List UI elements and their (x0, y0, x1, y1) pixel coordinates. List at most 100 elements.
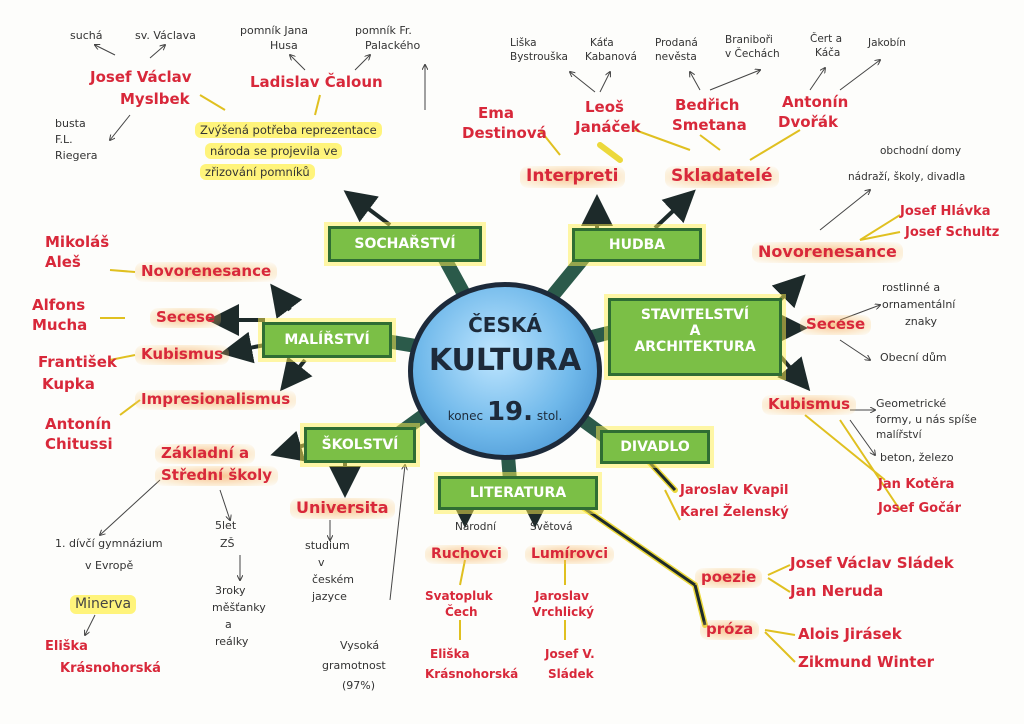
note-gramotnost-line3: (97%) (342, 679, 376, 692)
node-universita: Universita (290, 498, 395, 519)
note-reprezentace-line3: zřizování pomníků (200, 164, 315, 181)
node-cech-line1: Svatopluk (425, 589, 493, 603)
note-sv-vaclava: sv. Václava (135, 29, 196, 42)
node-destinova-line1: Ema (478, 104, 514, 122)
category-divadlo-label: DIVADLO (620, 439, 690, 455)
note-narodni: Národní (455, 521, 497, 533)
node-myslbek-line1: Josef Václav (90, 68, 192, 86)
node-kvapil: Jaroslav Kvapil (680, 483, 789, 498)
note-5let: 5let (215, 519, 237, 532)
node-cech-line2: Čech (445, 605, 478, 619)
node-interpreti: Interpreti (520, 166, 625, 188)
node-poezie: poezie (695, 568, 763, 588)
central-topic-line1: ČESKÁ (468, 313, 542, 337)
node-sladek-line1: Josef V. (545, 647, 595, 661)
note-gramotnost-line1: Vysoká (340, 639, 380, 652)
note-jakobin: Jakobín (868, 37, 906, 49)
node-dvorak-line2: Dvořák (778, 113, 839, 131)
node-malir-impresionalismus: Impresionalismus (135, 390, 297, 410)
node-destinova-line2: Destinová (462, 124, 547, 142)
central-period-post: stol. (536, 409, 563, 423)
node-mucha-line2: Mucha (32, 316, 88, 334)
note-busta-line3: Riegera (55, 149, 98, 162)
note-gramotnost-line2: gramotnost (322, 659, 386, 672)
note-liska-line2: Bystrouška (510, 51, 568, 63)
node-skladatele: Skladatelé (665, 166, 779, 188)
node-sladek-line2: Sládek (548, 667, 594, 681)
note-geometricke-line3: malířství (876, 429, 922, 441)
note-divci-gymnazium-line1: 1. dívčí gymnázium (55, 537, 163, 550)
node-chitussi-line2: Chitussi (45, 435, 113, 453)
category-socharstvi-label: SOCHAŘSTVÍ (354, 236, 456, 252)
note-katja-line1: Káťa (590, 37, 614, 49)
node-lumirovci: Lumírovci (525, 545, 615, 564)
note-liska-line1: Liška (510, 37, 537, 49)
node-zakladni-line2: Střední školy (155, 466, 279, 486)
note-3roky-line4: reálky (215, 635, 249, 648)
node-malir-novorenesance: Novorenesance (135, 262, 278, 282)
node-schulz: Josef Schultz (905, 225, 1000, 240)
node-archi-kubismus: Kubismus (762, 395, 857, 415)
node-archi-secese: Secese (800, 315, 872, 335)
category-architektura-line1: STAVITELSTVÍ (640, 307, 750, 323)
note-rostlinne-line2: ornamentální (882, 298, 956, 311)
category-literatura: LITERATURA (438, 476, 598, 510)
node-dvorak-line1: Antonín (782, 93, 849, 111)
node-lit-krasnohorska-line1: Eliška (430, 647, 470, 661)
node-ruchovci: Ruchovci (425, 545, 508, 564)
node-minerva: Minerva (70, 595, 137, 614)
note-certa-line2: Káča (815, 47, 841, 59)
node-mucha-line1: Alfons (32, 296, 86, 314)
note-busta-line1: busta (55, 117, 86, 130)
note-nadrazi: nádraží, školy, divadla (848, 171, 966, 183)
note-prodana-line1: Prodaná (655, 37, 698, 49)
note-3roky-line2: měšťanky (212, 601, 266, 614)
note-geometricke-line2: formy, u nás spíše (876, 413, 977, 426)
node-janacek-line2: Janáček (575, 118, 641, 136)
node-zelensky: Karel Želenský (680, 505, 789, 520)
category-skolstvi: ŠKOLSTVÍ (304, 427, 416, 463)
category-architektura-line2: A (689, 323, 701, 340)
category-malirstvi: MALÍŘSTVÍ (262, 322, 392, 358)
note-pomnik-palackeho-line1: pomník Fr. (355, 24, 412, 37)
central-topic-node: ČESKÁ KULTURA konec 19. stol. (408, 282, 602, 460)
category-skolstvi-label: ŠKOLSTVÍ (321, 437, 399, 453)
node-myslbek-line2: Myslbek (120, 90, 190, 108)
note-geometricke-line1: Geometrické (876, 397, 947, 410)
category-architektura: STAVITELSTVÍ A ARCHITEKTURA (608, 298, 782, 376)
note-studium-line2: v (318, 556, 325, 569)
note-zs: ZŠ (220, 537, 235, 550)
note-divci-gymnazium-line2: v Evropě (85, 559, 134, 572)
note-certa-line1: Čert a (810, 33, 842, 45)
central-topic-period: konec 19. stol. (413, 397, 597, 427)
node-chitussi-line1: Antonín (45, 415, 112, 433)
node-poezie-sladek: Josef Václav Sládek (790, 554, 954, 572)
category-hudba-label: HUDBA (608, 237, 666, 253)
node-vrchlicky-line1: Jaroslav (535, 589, 589, 603)
note-pomnik-husa-line2: Husa (270, 39, 298, 52)
node-smetana-line1: Bedřich (675, 96, 740, 114)
node-caloun: Ladislav Čaloun (250, 73, 383, 91)
note-svetova: Světová (530, 521, 573, 533)
node-lit-krasnohorska-line2: Krásnohorská (425, 667, 519, 681)
node-proza-winter: Zikmund Winter (798, 653, 935, 671)
node-malir-secese: Secese (150, 308, 222, 328)
note-rostlinne-line1: rostlinné a (882, 281, 941, 294)
node-janacek-line1: Leoš (585, 98, 624, 116)
node-krasnohorska-line2: Krásnohorská (60, 661, 161, 676)
category-divadlo: DIVADLO (600, 430, 710, 464)
note-pomnik-palackeho-line2: Palackého (365, 39, 421, 52)
note-branibori-line1: Braniboři (725, 34, 773, 46)
note-studium-line3: českém (312, 573, 355, 586)
node-krasnohorska-line1: Eliška (45, 639, 88, 654)
note-studium-line4: jazyce (312, 590, 347, 603)
node-archi-novorenesance: Novorenesance (752, 242, 903, 263)
note-beton: beton, železo (880, 451, 954, 464)
node-kotera: Jan Kotěra (878, 477, 955, 492)
node-proza-jirasek: Alois Jirásek (798, 625, 902, 643)
note-sucha: suchá (70, 29, 103, 42)
note-branibori-line2: v Čechách (725, 48, 780, 60)
node-poezie-neruda: Jan Neruda (790, 582, 884, 600)
note-obchodni-domy: obchodní domy (880, 145, 962, 157)
node-ales-line1: Mikoláš (45, 233, 110, 251)
